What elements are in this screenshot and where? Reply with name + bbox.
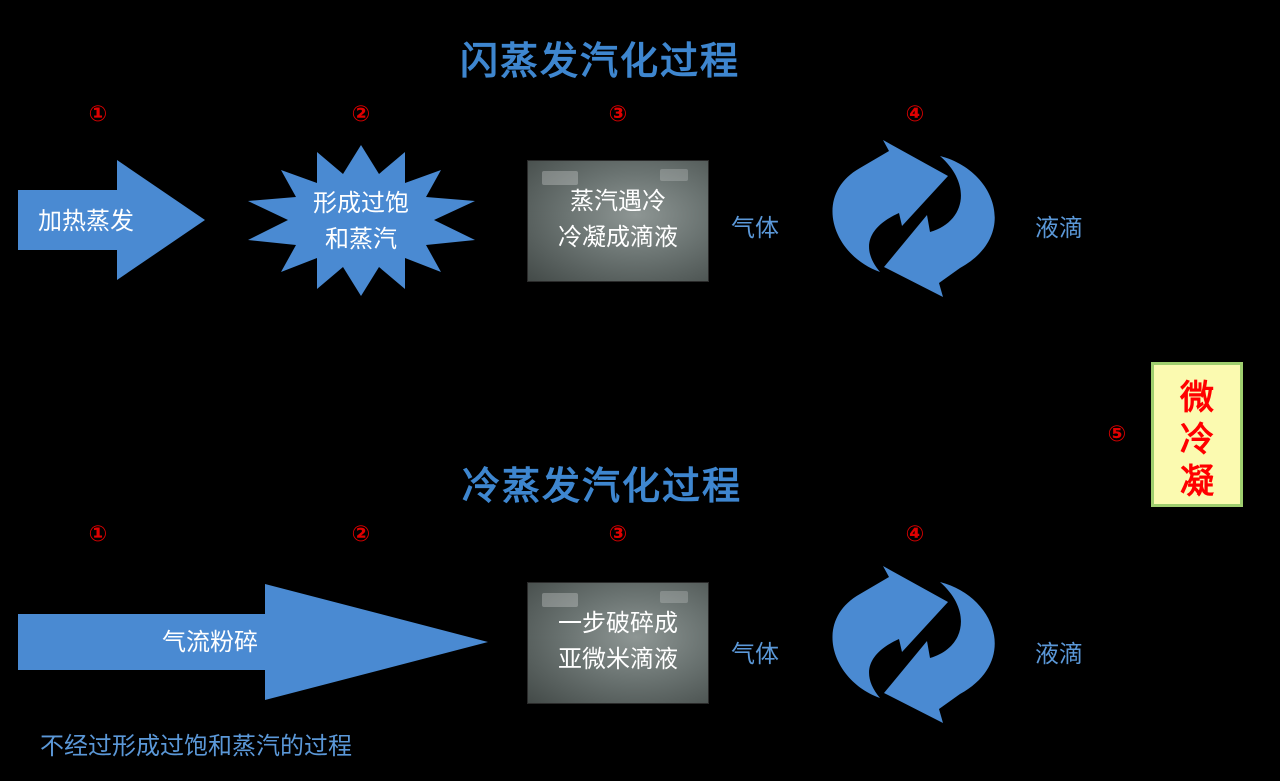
cold-title: 冷蒸发汽化过程 — [462, 464, 743, 508]
cold-process-note: 不经过形成过饱和蒸汽的过程 — [40, 732, 352, 760]
flash-step-3: ③ — [608, 102, 628, 127]
burst-line-1: 形成过饱 — [313, 189, 409, 217]
heating-arrow — [18, 160, 205, 280]
flash-step-2: ② — [351, 102, 371, 127]
micro-condensation-box: 微 冷 凝 — [1151, 362, 1243, 507]
cold-liquid-label: 液滴 — [1035, 640, 1083, 668]
micro-step-5: ⑤ — [1107, 422, 1127, 447]
heating-arrow-label: 加热蒸发 — [38, 207, 134, 235]
airflow-wedge-arrow — [18, 584, 488, 700]
condensation-photo-text: 蒸汽遇冷 冷凝成滴液 — [528, 183, 708, 255]
micro-char-1: 微 — [1180, 378, 1214, 418]
burst-label: 形成过饱 和蒸汽 — [298, 185, 424, 257]
airflow-arrow-label: 气流粉碎 — [162, 628, 258, 656]
photo-line-1: 蒸汽遇冷 — [570, 187, 666, 215]
micro-char-2: 冷 — [1180, 420, 1214, 460]
flash-liquid-label: 液滴 — [1035, 214, 1083, 242]
flash-gas-label: 气体 — [731, 214, 779, 242]
condensation-photo: 蒸汽遇冷 冷凝成滴液 — [527, 160, 709, 282]
cold-step-2: ② — [351, 522, 371, 547]
cold-step-3: ③ — [608, 522, 628, 547]
cold-step-4: ④ — [905, 522, 925, 547]
circulation-arrows-top — [832, 140, 995, 297]
circulation-arrows-bottom — [832, 566, 995, 723]
burst-line-2: 和蒸汽 — [325, 225, 397, 253]
cold-step-1: ① — [88, 522, 108, 547]
flash-step-1: ① — [88, 102, 108, 127]
photo-line-2: 冷凝成滴液 — [558, 223, 678, 251]
flash-title: 闪蒸发汽化过程 — [460, 39, 741, 83]
fragmentation-photo-text: 一步破碎成 亚微米滴液 — [528, 605, 708, 677]
photo-line-1: 一步破碎成 — [558, 609, 678, 637]
flash-step-4: ④ — [905, 102, 925, 127]
cold-gas-label: 气体 — [731, 640, 779, 668]
photo-line-2: 亚微米滴液 — [558, 645, 678, 673]
fragmentation-photo: 一步破碎成 亚微米滴液 — [527, 582, 709, 704]
saturated-vapor-burst — [248, 145, 475, 296]
micro-char-3: 凝 — [1180, 462, 1214, 502]
